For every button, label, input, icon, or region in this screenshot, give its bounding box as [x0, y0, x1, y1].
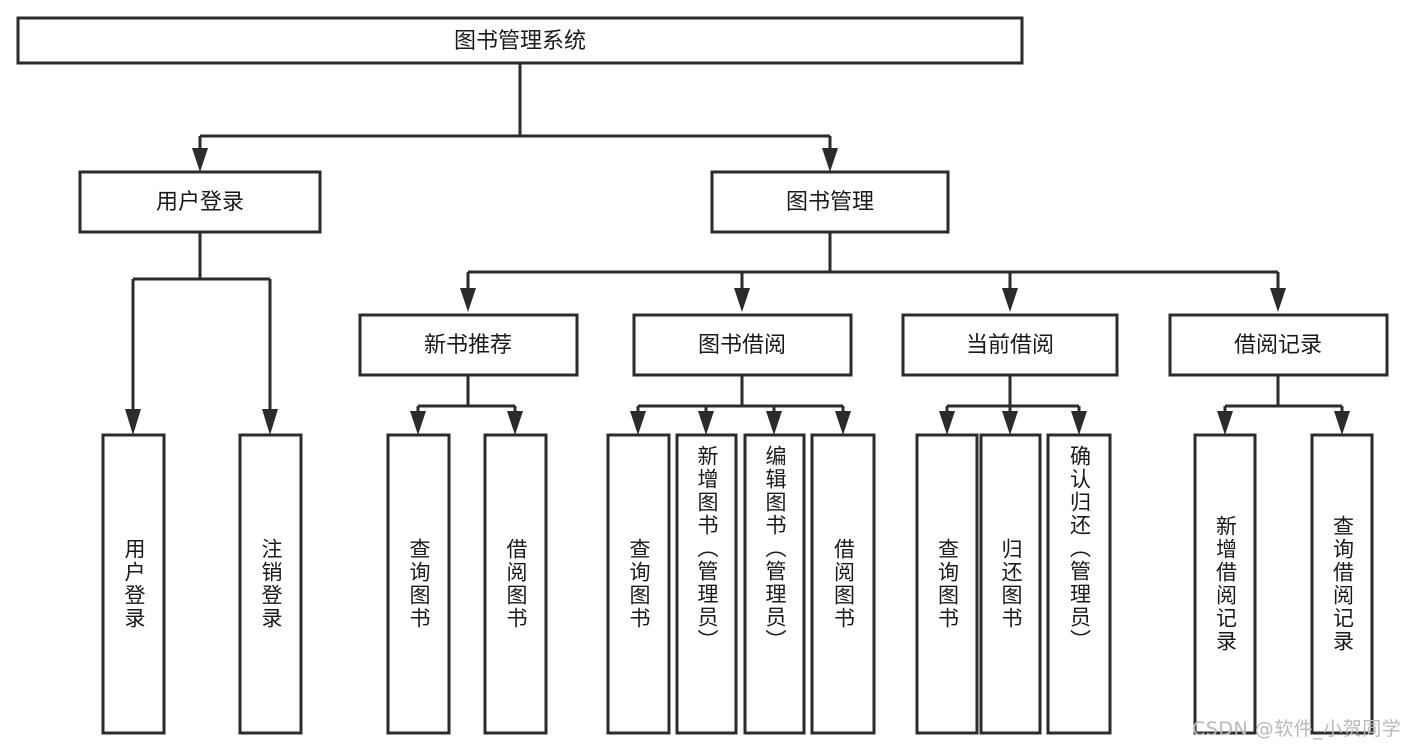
leaf-label-wrap-edit-book-admin: 编辑图书（管理员）	[745, 435, 804, 733]
node-user-login-label: 用户登录	[156, 190, 244, 215]
leaf-box-borrow-book[interactable]	[810, 433, 876, 735]
leaf-label-wrap-logout: 注销登录	[240, 435, 301, 733]
leaf-label-query-book-borrow: 查询图书	[626, 538, 651, 630]
leaf-label-add-book-admin: 新增图书（管理员）	[694, 445, 719, 652]
leaf-label-return-book: 归还图书	[998, 538, 1023, 630]
node-user-login[interactable]: 用户登录	[78, 170, 322, 234]
leaf-label-add-borrow-record: 新增借阅记录	[1213, 515, 1238, 653]
leaf-label-edit-book-admin: 编辑图书（管理员）	[762, 445, 787, 652]
leaf-box-edit-book-admin[interactable]	[743, 433, 806, 735]
node-borrow-record-label: 借阅记录	[1234, 333, 1322, 358]
leaf-label-query-borrow-record: 查询借阅记录	[1330, 515, 1355, 653]
node-book-borrow-label: 图书借阅	[698, 333, 786, 358]
leaf-box-return-book[interactable]	[979, 433, 1042, 735]
leaf-box-query-borrow-record[interactable]	[1310, 433, 1374, 735]
leaf-label-borrow-book: 借阅图书	[831, 538, 856, 630]
leaf-box-confirm-return-admin[interactable]	[1046, 433, 1112, 735]
leaf-label-wrap-query-book-current: 查询图书	[917, 435, 977, 733]
node-new-book-recommend-label: 新书推荐	[424, 333, 512, 358]
leaf-box-user-login[interactable]	[101, 433, 166, 735]
leaf-box-logout[interactable]	[238, 433, 303, 735]
leaf-label-user-login: 用户登录	[121, 538, 146, 630]
connector-book-mgmt-to-level3	[460, 232, 1286, 312]
connector-user-login-to-leaves	[125, 232, 278, 435]
leaf-label-wrap-confirm-return-admin: 确认归还（管理员）	[1048, 435, 1110, 733]
leaf-box-add-book-admin[interactable]	[675, 433, 738, 735]
node-book-borrow[interactable]: 图书借阅	[632, 313, 853, 377]
leaf-label-wrap-add-book-admin: 新增图书（管理员）	[677, 435, 736, 733]
connector-root-to-level2	[192, 63, 838, 172]
node-current-borrow[interactable]: 当前借阅	[901, 313, 1119, 377]
node-book-management-label: 图书管理	[786, 190, 874, 215]
node-root-label: 图书管理系统	[454, 29, 586, 54]
leaf-box-borrow-book-rec[interactable]	[483, 433, 548, 735]
leaf-label-wrap-query-borrow-record: 查询借阅记录	[1312, 435, 1372, 733]
leaf-label-wrap-borrow-book: 借阅图书	[812, 435, 874, 733]
leaf-label-query-book-current: 查询图书	[935, 538, 960, 630]
leaf-label-borrow-book-rec: 借阅图书	[503, 538, 528, 630]
node-book-management[interactable]: 图书管理	[710, 170, 950, 234]
leaf-label-wrap-borrow-book-rec: 借阅图书	[485, 435, 546, 733]
node-root[interactable]: 图书管理系统	[16, 16, 1024, 65]
leaf-box-query-book-borrow[interactable]	[606, 433, 671, 735]
connector-book-borrow-to-leaves	[630, 375, 851, 435]
connector-new-book-rec-to-leaves	[410, 375, 523, 435]
leaf-label-logout: 注销登录	[258, 538, 283, 630]
node-current-borrow-label: 当前借阅	[966, 333, 1054, 358]
leaf-label-confirm-return-admin: 确认归还（管理员）	[1067, 445, 1092, 652]
leaf-box-query-book-current[interactable]	[915, 433, 979, 735]
leaf-label-wrap-user-login: 用户登录	[103, 435, 164, 733]
leaf-label-wrap-query-book-borrow: 查询图书	[608, 435, 669, 733]
node-borrow-record[interactable]: 借阅记录	[1168, 313, 1389, 377]
leaf-box-query-book-rec[interactable]	[386, 433, 451, 735]
connector-borrow-record-to-leaves	[1217, 375, 1350, 435]
connector-current-borrow-to-leaves	[939, 375, 1087, 435]
leaf-label-wrap-add-borrow-record: 新增借阅记录	[1195, 435, 1255, 733]
leaf-box-add-borrow-record[interactable]	[1193, 433, 1257, 735]
leaf-label-wrap-query-book-rec: 查询图书	[388, 435, 449, 733]
node-new-book-recommend[interactable]: 新书推荐	[358, 313, 579, 377]
leaf-label-query-book-rec: 查询图书	[406, 538, 431, 630]
leaf-label-wrap-return-book: 归还图书	[981, 435, 1040, 733]
watermark-text: CSDN @软件_小贺同学	[1192, 718, 1402, 740]
